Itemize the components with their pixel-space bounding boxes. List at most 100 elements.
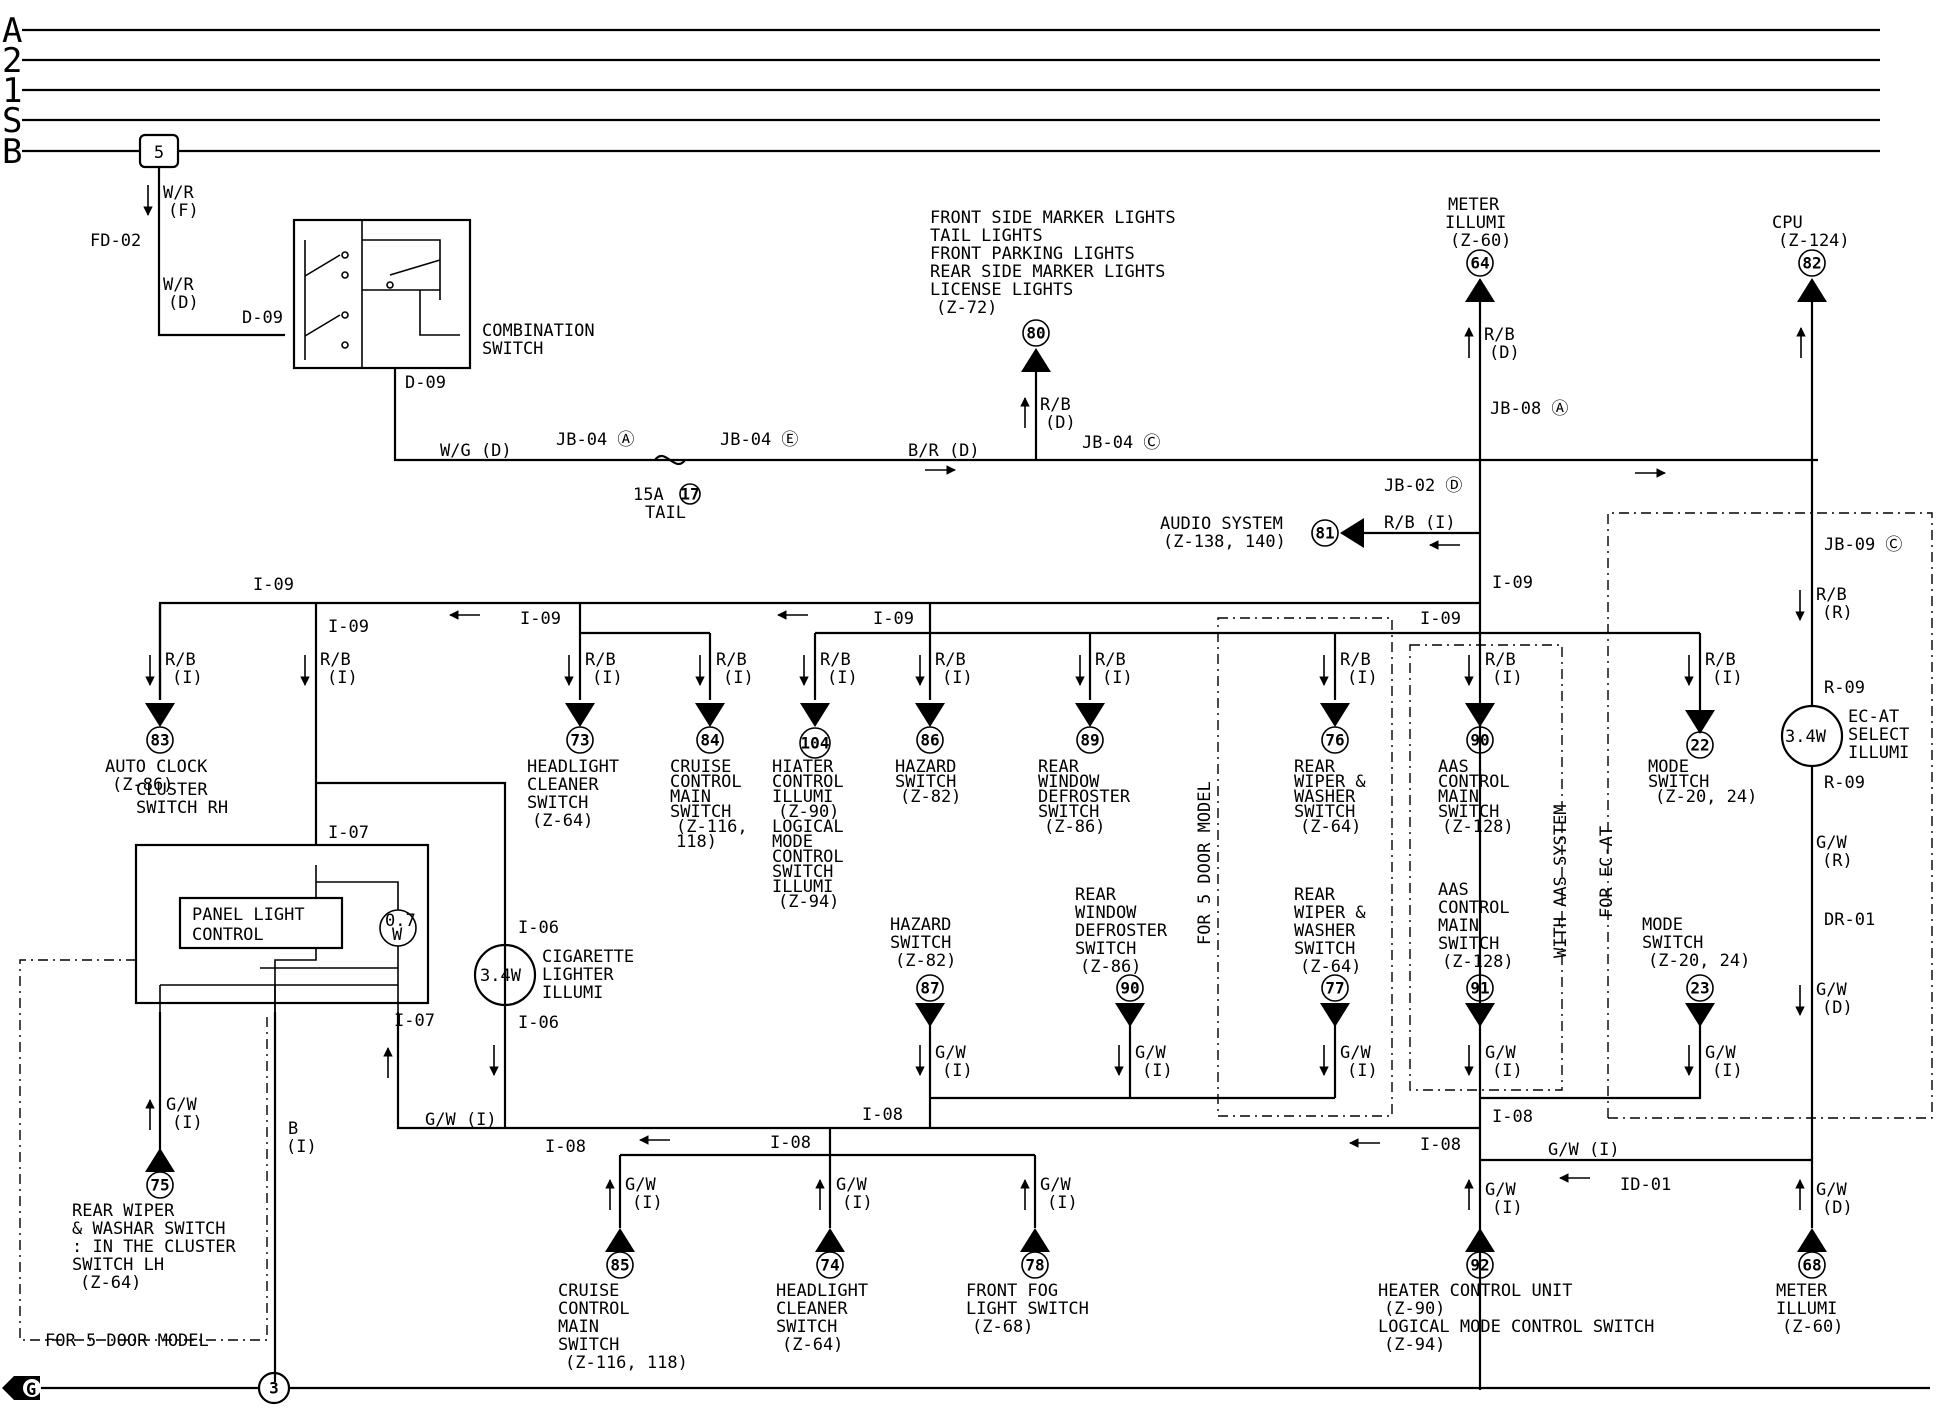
svg-text:(I): (I)	[1712, 1061, 1743, 1081]
svg-text:SWITCH: SWITCH	[527, 793, 588, 813]
svg-text:(Z-86): (Z-86)	[112, 775, 173, 795]
upper-load-73: R/B (I) 73 HEADLIGHT CLEANER SWITCH (Z-6…	[527, 603, 710, 831]
svg-text:I-07: I-07	[328, 823, 369, 843]
bus-label-b: B	[2, 132, 22, 172]
svg-text:WIPER &: WIPER &	[1294, 903, 1366, 923]
svg-text:I-08: I-08	[770, 1133, 811, 1153]
svg-text:R-09: R-09	[1824, 678, 1865, 698]
svg-text:(Z-128): (Z-128)	[1442, 817, 1514, 837]
svg-text:(Z-72): (Z-72)	[936, 298, 997, 318]
svg-text:(I): (I)	[1712, 668, 1743, 688]
combination-switch-label: COMBINATION	[482, 321, 595, 341]
svg-text:ILLUMI: ILLUMI	[542, 983, 603, 1003]
svg-text:& WASHAR SWITCH: & WASHAR SWITCH	[72, 1219, 226, 1239]
svg-text:: IN THE CLUSTER: : IN THE CLUSTER	[72, 1237, 237, 1257]
lower-load-90: REAR WINDOW DEFROSTER SWITCH (Z-86) 90 G…	[1075, 885, 1173, 1081]
region-5-door-left: FOR 5 DOOR MODEL	[19, 959, 268, 1351]
svg-text:R-09: R-09	[1824, 773, 1865, 793]
upper-load-104: R/B (I) 104 HIATER CONTROL ILLUMI (Z-90)…	[772, 631, 930, 912]
svg-text:74: 74	[820, 1256, 839, 1275]
svg-text:(Z-138, 140): (Z-138, 140)	[1163, 532, 1286, 552]
svg-text:(Z-86): (Z-86)	[1080, 957, 1141, 977]
svg-text:(Z-90): (Z-90)	[1384, 1299, 1445, 1319]
ground-point	[257, 1371, 291, 1405]
cluster-lower-wires: G/W (I) B (I) G/W (I) 75 REAR WIPER & WA…	[72, 1012, 505, 1382]
svg-text:REAR WIPER: REAR WIPER	[72, 1201, 175, 1221]
svg-text:(Z-82): (Z-82)	[900, 787, 961, 807]
svg-text:FRONT FOG: FRONT FOG	[966, 1281, 1058, 1301]
connector-id01: ID-01	[1620, 1175, 1671, 1195]
svg-text:G/W (I): G/W (I)	[425, 1110, 497, 1130]
svg-text:ILLUMI: ILLUMI	[1445, 213, 1506, 233]
svg-text:78: 78	[1025, 1256, 1044, 1275]
svg-text:I-09: I-09	[520, 609, 561, 629]
svg-text:I-08: I-08	[545, 1137, 586, 1157]
svg-text:W/R: W/R	[163, 183, 194, 203]
lower-load-77: REAR WIPER & WASHER SWITCH (Z-64) 77 G/W…	[1294, 885, 1378, 1081]
svg-text:WITH AAS SYSTEM: WITH AAS SYSTEM	[1551, 804, 1571, 958]
svg-text:CONTROL: CONTROL	[1438, 898, 1510, 918]
front-lights-group: FRONT SIDE MARKER LIGHTS TAIL LIGHTS FRO…	[930, 208, 1176, 460]
ec-at-bulb	[1780, 704, 1844, 768]
bottom-load-85: G/W (I) 85 CRUISE CONTROL MAIN SWITCH (Z…	[558, 1153, 830, 1373]
connector-jb08a: JB-08 Ⓐ	[1490, 399, 1568, 419]
svg-text:R/B: R/B	[165, 650, 196, 670]
svg-text:ILLUMI: ILLUMI	[1848, 743, 1909, 763]
tail-circuit: W/G (D) JB-04 Ⓐ JB-04 Ⓔ 15A 17 TAIL B/R …	[440, 430, 1818, 523]
lower-load-23: MODE SWITCH (Z-20, 24) 23 G/W (I)	[1642, 915, 1750, 1081]
svg-text:(I): (I)	[1492, 668, 1523, 688]
svg-text:MAIN: MAIN	[670, 787, 711, 807]
svg-text:22: 22	[1690, 736, 1709, 755]
svg-text:G/W: G/W	[1816, 1180, 1847, 1200]
connector-d09: D-09	[242, 308, 283, 328]
svg-text:CONTROL: CONTROL	[772, 847, 844, 867]
svg-text:(Z-64): (Z-64)	[782, 1335, 843, 1355]
svg-text:(Z-124): (Z-124)	[1778, 231, 1850, 251]
svg-text:LIGHT SWITCH: LIGHT SWITCH	[966, 1299, 1089, 1319]
svg-text:(Z-64): (Z-64)	[1300, 957, 1361, 977]
svg-text:I-06: I-06	[518, 1013, 559, 1033]
svg-text:FOR 5 DOOR MODEL: FOR 5 DOOR MODEL	[45, 1331, 209, 1351]
bottom-load-78: G/W (I) 78 FRONT FOG LIGHT SWITCH (Z-68)	[966, 1155, 1089, 1337]
svg-text:CONTROL: CONTROL	[192, 925, 264, 945]
svg-text:(I): (I)	[632, 1193, 663, 1213]
svg-text:R/B: R/B	[320, 650, 351, 670]
connector-i09-left: I-09	[253, 575, 294, 595]
bus-label-a: A	[2, 11, 22, 51]
svg-text:LOGICAL MODE CONTROL SWITCH: LOGICAL MODE CONTROL SWITCH	[1378, 1317, 1654, 1337]
svg-text:MODE: MODE	[1648, 757, 1689, 777]
connector-jb04e: JB-04 Ⓔ	[720, 430, 798, 450]
svg-text:0.7: 0.7	[385, 911, 416, 931]
svg-text:80: 80	[1026, 324, 1045, 343]
bottom-load-92: G/W (I) 92 HEATER CONTROL UNIT (Z-90) LO…	[1378, 1179, 1654, 1355]
svg-text:WASHER: WASHER	[1294, 787, 1356, 807]
svg-text:CONTROL: CONTROL	[670, 772, 742, 792]
svg-text:(R): (R)	[1822, 851, 1853, 871]
svg-text:(Z-64): (Z-64)	[1300, 817, 1361, 837]
bus-label-2: 2	[2, 41, 22, 81]
svg-text:CLEANER: CLEANER	[776, 1299, 848, 1319]
svg-text:DEFROSTER: DEFROSTER	[1075, 921, 1168, 941]
svg-text:HEADLIGHT: HEADLIGHT	[776, 1281, 868, 1301]
svg-text:118): 118)	[676, 832, 717, 852]
svg-text:G/W: G/W	[166, 1095, 197, 1115]
svg-text:R/B: R/B	[585, 650, 616, 670]
svg-text:LICENSE LIGHTS: LICENSE LIGHTS	[930, 280, 1073, 300]
svg-text:G/W: G/W	[1485, 1043, 1516, 1063]
svg-text:LIGHTER: LIGHTER	[542, 965, 614, 985]
svg-text:SWITCH: SWITCH	[776, 1317, 837, 1337]
audio-system-group: AUDIO SYSTEM (Z-138, 140) 81 R/B (I)	[1160, 513, 1480, 552]
ground-bus: 3 G	[2, 1371, 1930, 1405]
svg-text:SWITCH: SWITCH	[1294, 939, 1355, 959]
svg-text:(I): (I)	[842, 1193, 873, 1213]
svg-text:90: 90	[1470, 731, 1489, 750]
svg-text:B/R (D): B/R (D)	[908, 441, 980, 461]
bottom-load-74: G/W (I) 74 HEADLIGHT CLEANER SWITCH (Z-6…	[776, 1155, 873, 1355]
svg-text:G/W: G/W	[1816, 980, 1847, 1000]
cigarette-bulb	[473, 943, 537, 1007]
svg-text:SWITCH: SWITCH	[1648, 772, 1709, 792]
svg-text:(I): (I)	[1047, 1193, 1078, 1213]
svg-text:(Z-82): (Z-82)	[895, 951, 956, 971]
svg-text:3.4W: 3.4W	[1785, 727, 1827, 747]
lower-load-87: HAZARD SWITCH (Z-82) 87 G/W (I)	[890, 915, 973, 1081]
